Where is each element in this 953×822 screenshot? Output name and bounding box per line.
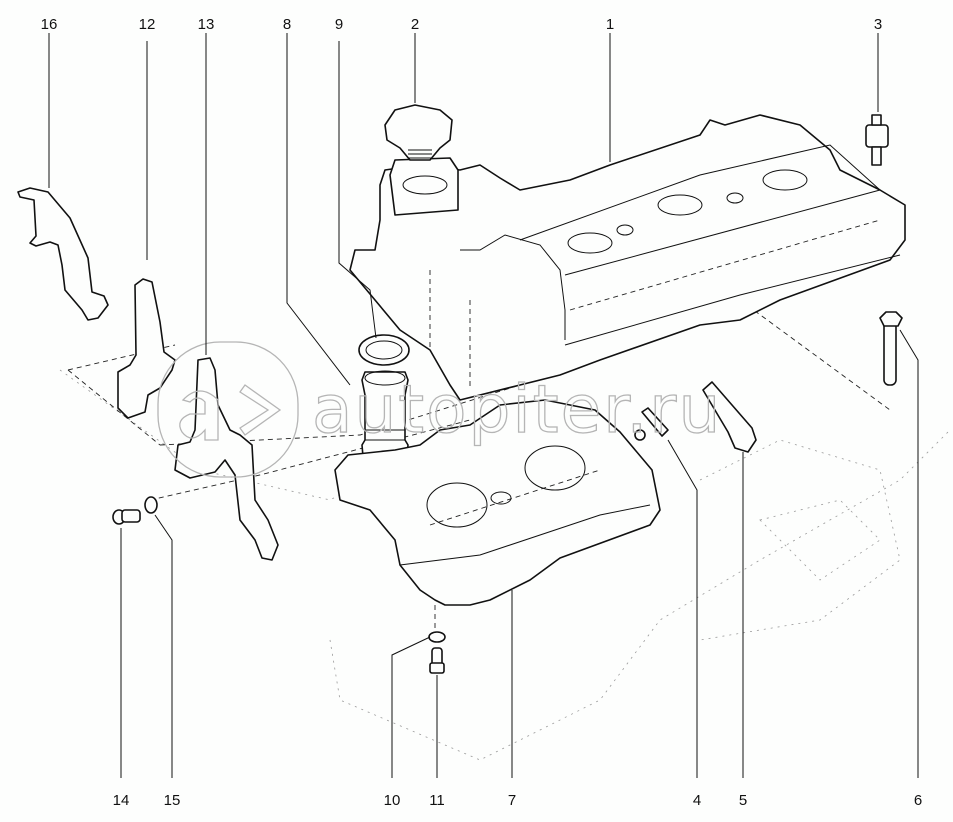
callout-2: 2 (411, 16, 419, 33)
bracket-12 (117, 278, 176, 419)
leader-lines (48, 33, 919, 778)
autopiter-logo-icon (157, 341, 299, 478)
watermark: autopiter.ru (157, 341, 722, 478)
oil-separator-plate (334, 399, 661, 606)
washer-10 (428, 631, 446, 643)
callout-8: 8 (283, 16, 291, 33)
callout-7: 7 (508, 792, 516, 809)
cover-bolt (879, 311, 903, 386)
watermark-text: autopiter.ru (312, 371, 722, 448)
callout-3: 3 (874, 16, 882, 33)
callout-13: 13 (198, 16, 215, 33)
breather-pipe (634, 407, 669, 441)
cover-stud (865, 114, 889, 166)
bolt-14 (112, 509, 141, 525)
callout-14: 14 (113, 792, 130, 809)
breather-hose (702, 381, 757, 453)
bolt-11 (429, 647, 445, 674)
callout-9: 9 (335, 16, 343, 33)
callout-4: 4 (693, 792, 701, 809)
callout-16: 16 (41, 16, 58, 33)
callout-5: 5 (739, 792, 747, 809)
washer-15 (144, 496, 158, 514)
cylinder-head-cover (349, 114, 906, 401)
bracket-16 (17, 187, 109, 321)
callout-1: 1 (606, 16, 614, 33)
callout-11: 11 (429, 792, 445, 809)
callout-12: 12 (139, 16, 156, 33)
oil-filler-cap (384, 104, 453, 161)
callout-6: 6 (914, 792, 922, 809)
callout-10: 10 (384, 792, 401, 809)
callout-15: 15 (164, 792, 181, 809)
bracket-13 (174, 357, 279, 561)
callout-labels: 16 12 13 8 9 2 1 3 14 15 10 11 7 4 5 6 (41, 16, 923, 809)
